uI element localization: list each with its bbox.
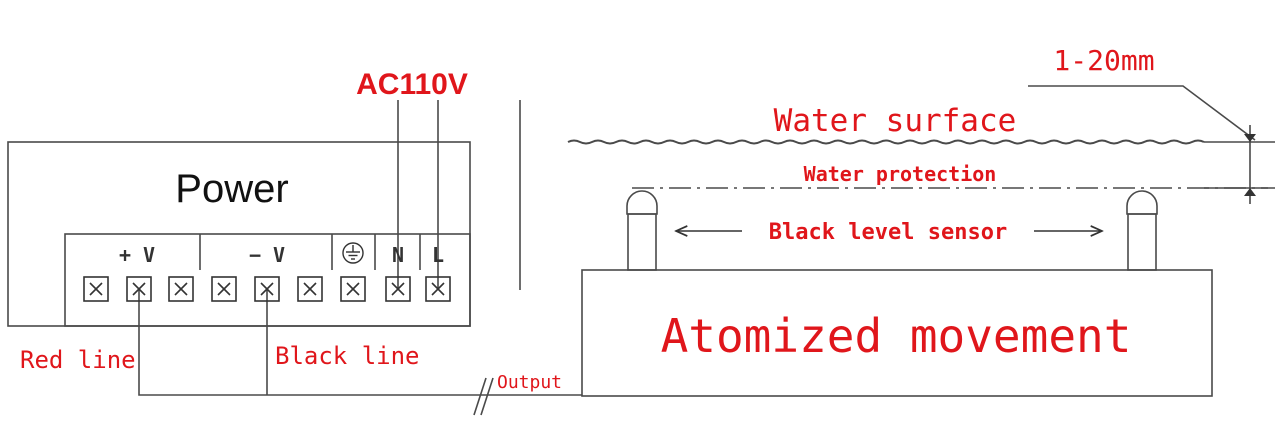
input-voltage-label: AC110V: [356, 68, 468, 101]
sensor-label: Black level sensor: [769, 220, 1007, 245]
red-line-label: Red line: [20, 346, 136, 374]
atomizer-box: [581, 269, 1213, 397]
water-protection-label: Water protection: [804, 162, 997, 186]
screw-terminal-icon: [340, 276, 366, 302]
screw-terminal-icon: [168, 276, 194, 302]
screw-terminal-icon: [126, 276, 152, 302]
terminal-label-negative: − V: [249, 243, 285, 267]
screw-terminal-icon: [385, 276, 411, 302]
terminal-label-positive: + V: [119, 243, 155, 267]
screw-terminal-icon: [211, 276, 237, 302]
screw-terminal-icon: [83, 276, 109, 302]
water-surface-label: Water surface: [774, 103, 1017, 139]
terminal-label-n: N: [392, 243, 404, 267]
black-line-label: Black line: [275, 342, 420, 370]
output-label: Output: [497, 372, 562, 393]
red-wire: [138, 289, 582, 396]
sensor-probe-left: [626, 190, 658, 271]
ground-icon: [342, 242, 364, 264]
sensor-probe-right: [1126, 190, 1158, 271]
depth-label: 1-20mm: [1053, 44, 1154, 77]
terminal-row: [83, 276, 451, 302]
atomized-movement-label: Atomized movement: [661, 309, 1132, 363]
screw-terminal-icon: [297, 276, 323, 302]
screw-terminal-icon: [425, 276, 451, 302]
depth-leader-line: [1028, 85, 1256, 141]
terminal-label-l: L: [432, 243, 444, 267]
screw-terminal-icon: [254, 276, 280, 302]
power-title: Power: [175, 167, 288, 211]
water-surface-line: [567, 139, 1205, 145]
